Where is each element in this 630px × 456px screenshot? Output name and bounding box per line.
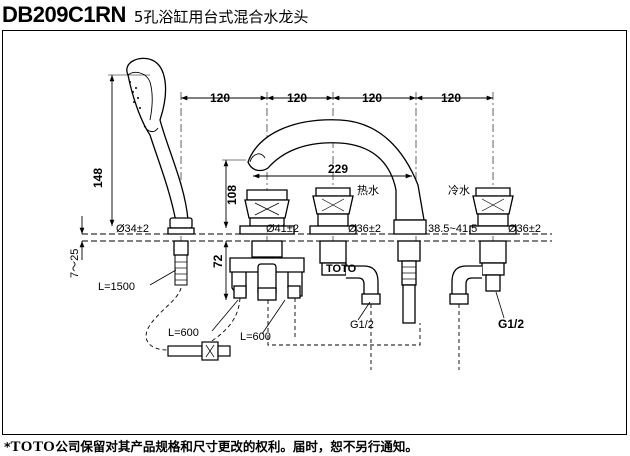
hole-cold-label: Ø36±2 [508, 223, 541, 235]
cold-valve [449, 187, 517, 305]
model-number: DB209C1RN [2, 2, 126, 27]
hole-diverter-label: Ø41±2 [266, 223, 299, 235]
page-title: DB209C1RN 5孔浴缸用台式混合水龙头 [2, 2, 308, 28]
thread-hot-label: G1/2 [350, 319, 374, 331]
handle-height-label: 108 [225, 185, 239, 205]
footer-star: * [4, 439, 11, 454]
drawing-frame [2, 30, 627, 435]
bath-spout [247, 119, 427, 324]
spout-reach-label: 229 [328, 162, 348, 176]
shower-height-label: 148 [91, 168, 105, 188]
hole-hot-label: Ø36±2 [348, 223, 381, 235]
hot-water-label: 热水 [357, 184, 379, 197]
hose-connector [167, 341, 231, 361]
diverter-valve [229, 189, 305, 301]
spacing-label-2: 120 [287, 91, 307, 105]
handle-height-dimension [222, 159, 246, 300]
deck-range-label: 7～25 [69, 249, 81, 278]
hand-shower [126, 57, 195, 286]
cold-water-label: 冷水 [448, 184, 470, 197]
spacing-label-1: 120 [210, 91, 230, 105]
pipe-left-label: L=600 [168, 327, 199, 339]
below-deck-label: 72 [211, 254, 225, 268]
thread-cold-label: G1/2 [498, 317, 524, 331]
hole-shower-label: Ø34±2 [116, 223, 149, 235]
toto-mark: TOTO [326, 263, 357, 275]
hot-valve [309, 187, 381, 305]
disclaimer: *TOTO公司保留对其产品规格和尺寸更改的权利。届时，恕不另行通知。 [4, 436, 418, 456]
hose-length-label: L=1500 [98, 281, 135, 293]
pipe-right-label: L=600 [240, 331, 271, 343]
spacing-label-4: 120 [441, 91, 461, 105]
spacing-label-3: 120 [362, 91, 382, 105]
shower-height-dimension [108, 74, 150, 226]
footer-text: 公司保留对其产品规格和尺寸更改的权利。届时，恕不另行通知。 [55, 439, 418, 454]
deck-line [82, 233, 552, 242]
product-description: 5孔浴缸用台式混合水龙头 [133, 8, 309, 26]
shower-nozzle-dots [129, 81, 141, 109]
hole-spout-label: 38.5~41.5 [428, 223, 477, 235]
footer-brand: TOTO [10, 439, 56, 455]
leader-lines [149, 269, 505, 335]
